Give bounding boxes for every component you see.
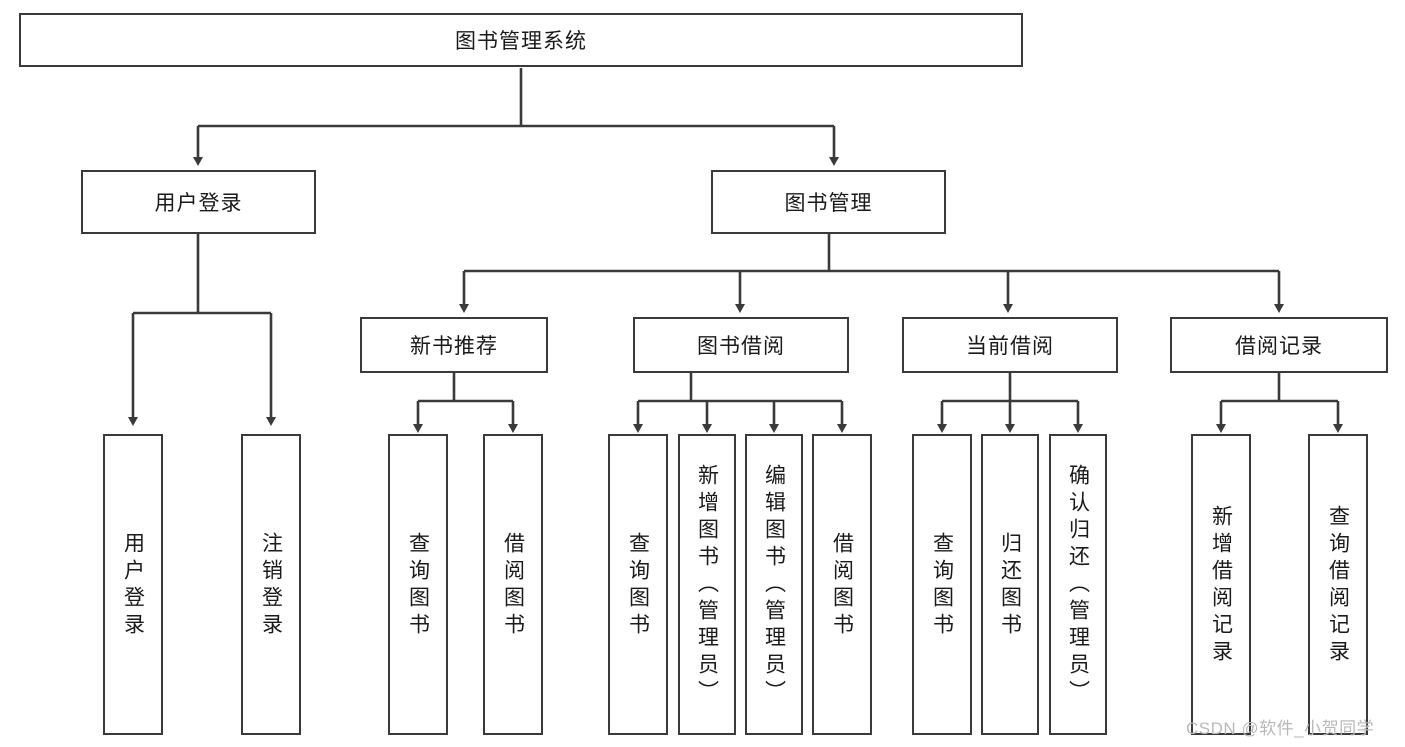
node-book-management[interactable]: 图书管理 bbox=[711, 170, 946, 234]
leaf-new-book-query-books[interactable]: 查询图书 bbox=[388, 434, 448, 735]
leaf-new-book-borrow-books[interactable]: 借阅图书 bbox=[483, 434, 543, 735]
node-label: 用户登录 bbox=[121, 531, 145, 640]
node-label: 编辑图书（管理员） bbox=[762, 464, 786, 707]
node-label: 新增借阅记录 bbox=[1209, 504, 1233, 667]
watermark-text: CSDN @软件_小贺同学 bbox=[1186, 719, 1375, 738]
leaf-current-borrow-query-books[interactable]: 查询图书 bbox=[912, 434, 972, 735]
node-user-login[interactable]: 用户登录 bbox=[81, 170, 316, 234]
node-label: 注销登录 bbox=[259, 531, 283, 640]
node-label: 归还图书 bbox=[998, 531, 1022, 640]
node-label: 借阅图书 bbox=[501, 531, 525, 640]
node-label: 图书管理 bbox=[784, 192, 873, 215]
leaf-current-borrow-confirm-return-admin[interactable]: 确认归还（管理员） bbox=[1049, 434, 1107, 735]
leaf-borrow-record-add-record[interactable]: 新增借阅记录 bbox=[1191, 434, 1251, 735]
leaf-borrow-record-query-record[interactable]: 查询借阅记录 bbox=[1308, 434, 1368, 735]
node-label: 图书管理系统 bbox=[455, 30, 587, 53]
node-label: 借阅图书 bbox=[830, 531, 854, 640]
node-label: 查询图书 bbox=[626, 531, 650, 640]
node-new-book-recommendation[interactable]: 新书推荐 bbox=[360, 317, 548, 373]
node-label: 当前借阅 bbox=[966, 335, 1054, 358]
node-label: 查询图书 bbox=[406, 531, 430, 640]
leaf-book-borrow-borrow-books[interactable]: 借阅图书 bbox=[812, 434, 872, 735]
node-label: 新书推荐 bbox=[410, 335, 498, 358]
leaf-book-borrow-query-books[interactable]: 查询图书 bbox=[608, 434, 668, 735]
node-book-borrowing[interactable]: 图书借阅 bbox=[633, 317, 849, 373]
node-label: 确认归还（管理员） bbox=[1066, 464, 1090, 707]
node-borrowing-record[interactable]: 借阅记录 bbox=[1170, 317, 1388, 373]
node-label: 用户登录 bbox=[154, 192, 243, 215]
leaf-book-borrow-edit-book-admin[interactable]: 编辑图书（管理员） bbox=[745, 434, 803, 735]
node-current-borrowing[interactable]: 当前借阅 bbox=[902, 317, 1118, 373]
node-label: 借阅记录 bbox=[1235, 335, 1323, 358]
node-label: 新增图书（管理员） bbox=[695, 464, 719, 707]
leaf-current-borrow-return-books[interactable]: 归还图书 bbox=[981, 434, 1039, 735]
leaf-user-login-logout[interactable]: 注销登录 bbox=[241, 434, 301, 735]
node-label: 查询借阅记录 bbox=[1326, 504, 1350, 667]
leaf-user-login-login[interactable]: 用户登录 bbox=[103, 434, 163, 735]
node-root-book-management-system[interactable]: 图书管理系统 bbox=[19, 13, 1023, 67]
node-label: 查询图书 bbox=[930, 531, 954, 640]
node-label: 图书借阅 bbox=[697, 335, 785, 358]
leaf-book-borrow-add-book-admin[interactable]: 新增图书（管理员） bbox=[678, 434, 736, 735]
